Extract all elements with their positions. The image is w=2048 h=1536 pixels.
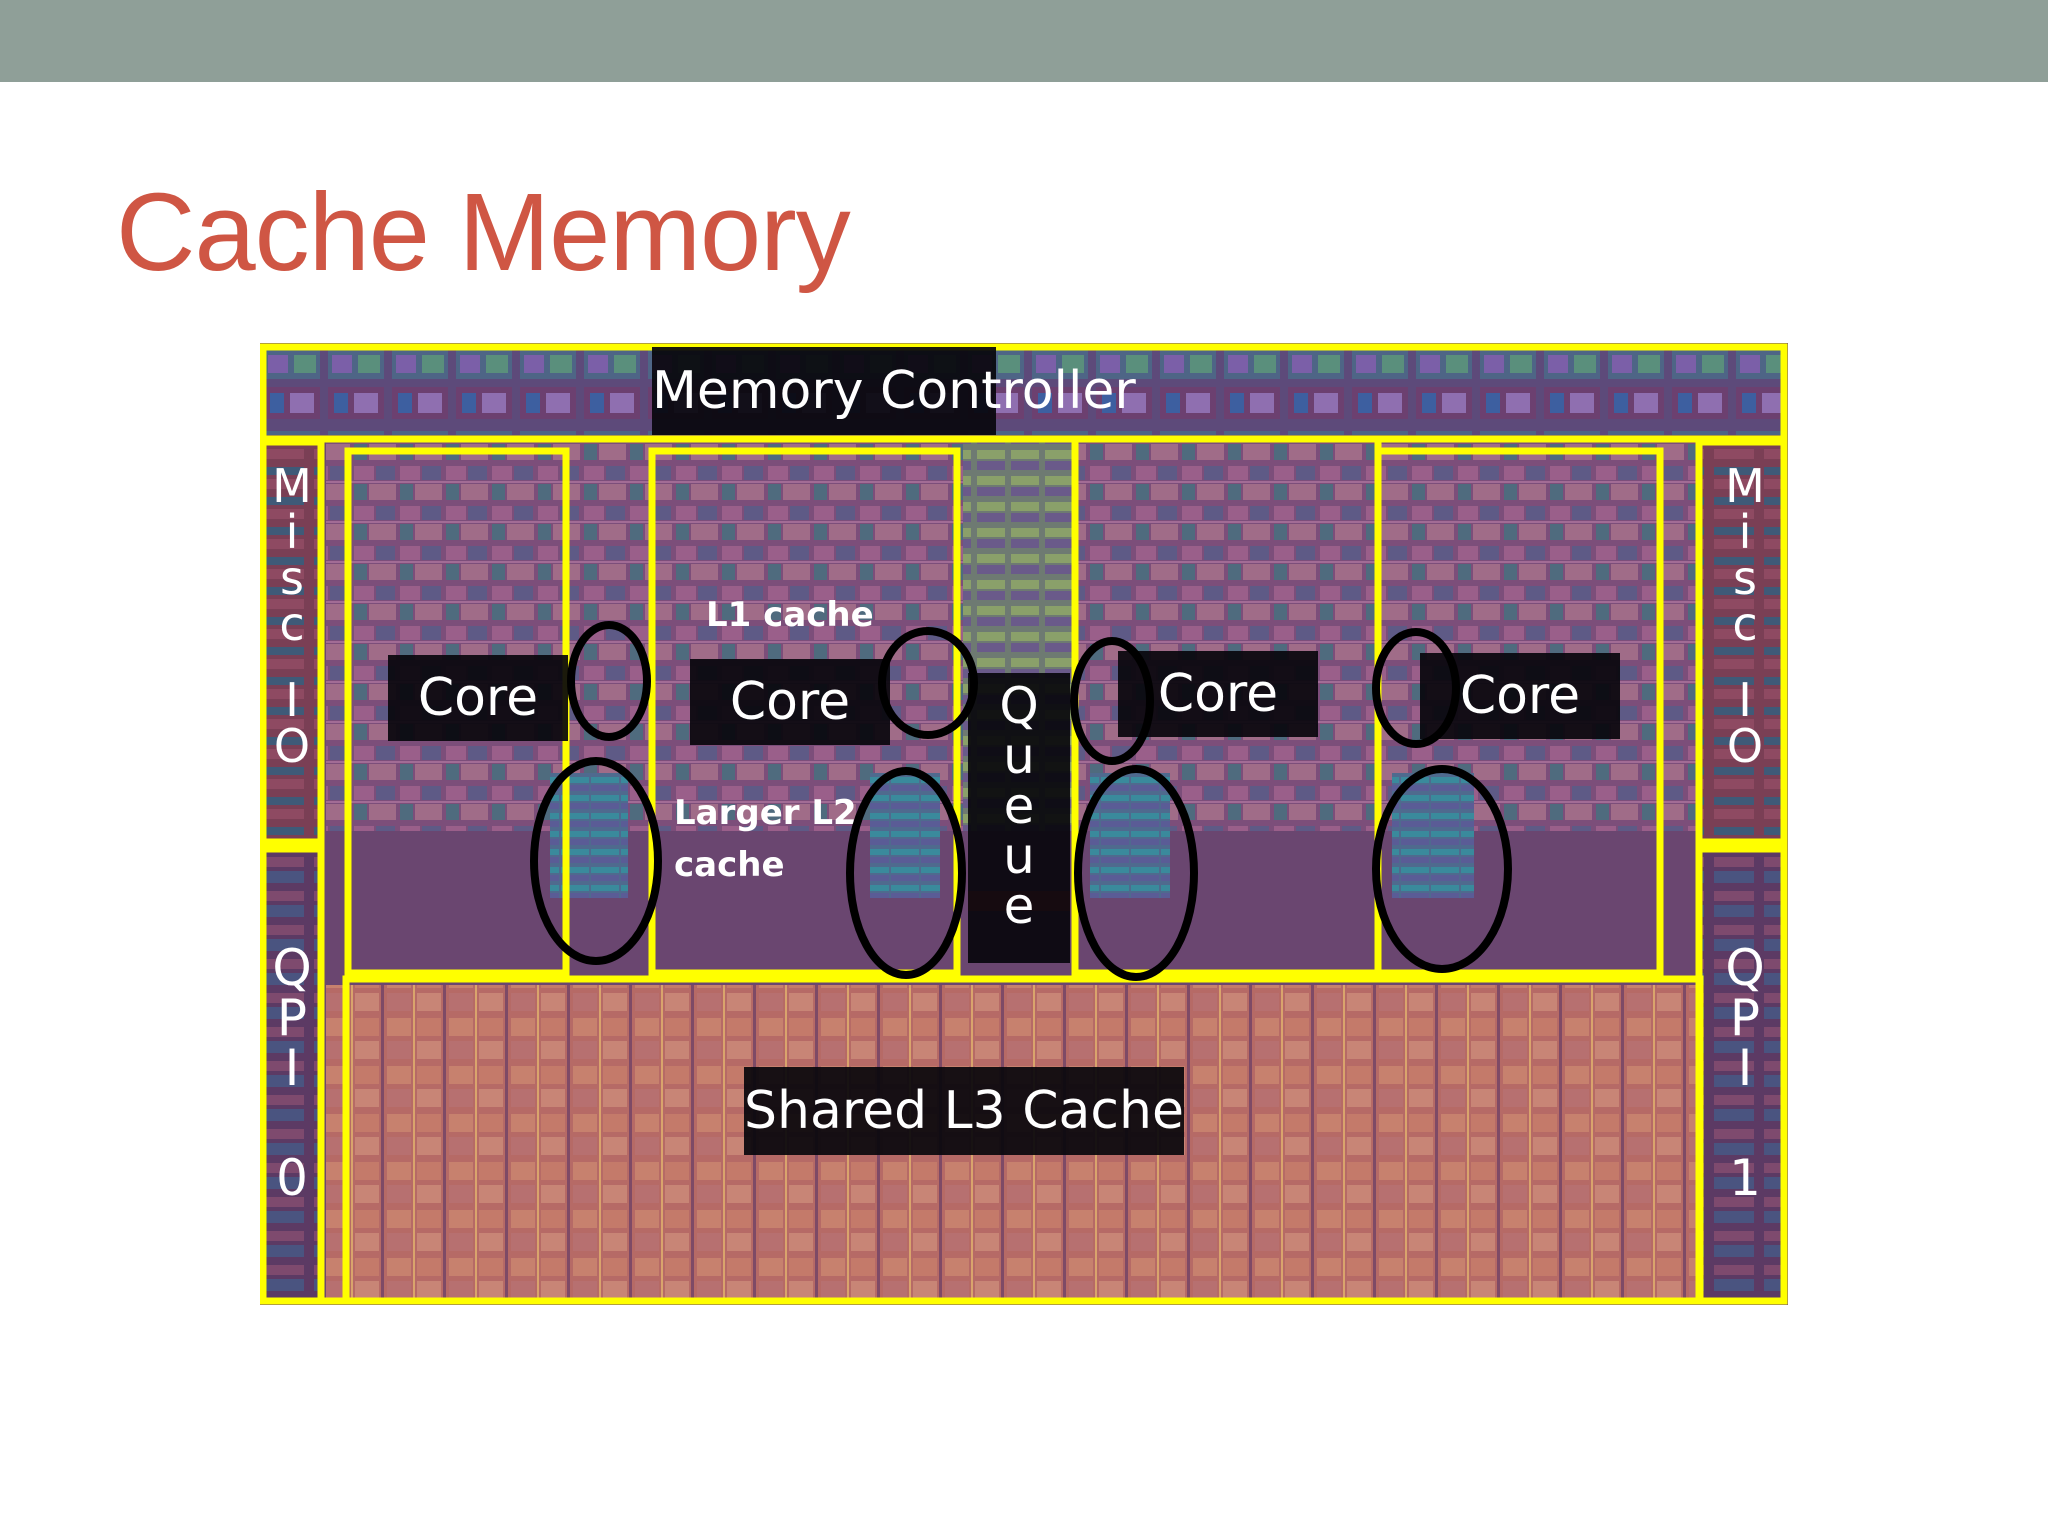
header-bar xyxy=(0,0,2048,82)
core-label-3: Core xyxy=(1118,651,1318,737)
core-label-4: Core xyxy=(1420,653,1620,739)
region-outlines xyxy=(260,343,1788,1305)
l3-cache-label: Shared L3 Cache xyxy=(744,1067,1184,1155)
processor-die-diagram: Memory Controller M i s c I O M i s c I … xyxy=(260,343,1788,1305)
core-label-1: Core xyxy=(388,655,568,741)
qpi-1-label: Q P I 1 xyxy=(1725,939,1765,1207)
l1-cache-label: L1 cache xyxy=(706,595,874,635)
slide-title: Cache Memory xyxy=(116,171,851,294)
memory-controller-label: Memory Controller xyxy=(652,347,1136,435)
queue-label: Q u e u e xyxy=(968,673,1070,963)
l2-cache-label-line2: cache xyxy=(674,845,785,885)
misc-io-left-label: M i s c I O xyxy=(272,459,312,773)
qpi-0-label: Q P I 0 xyxy=(272,939,312,1207)
l2-cache-label-line1: Larger L2 xyxy=(674,793,857,833)
core-label-2: Core xyxy=(690,659,890,745)
misc-io-right-label: M i s c I O xyxy=(1725,459,1765,773)
